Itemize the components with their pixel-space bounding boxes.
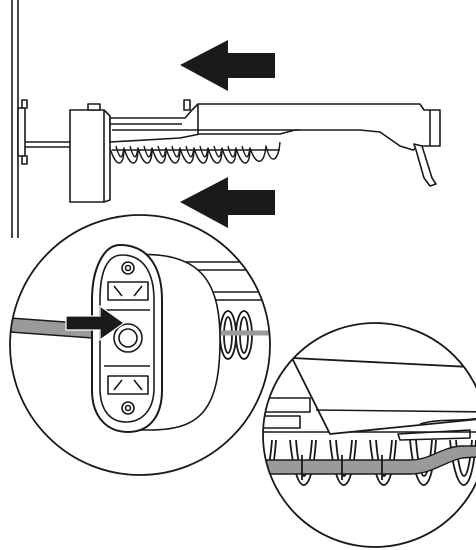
detail-circle-right-border	[262, 322, 476, 548]
rail-arm	[109, 99, 441, 187]
wall	[11, 0, 19, 238]
wall-bracket	[17, 99, 28, 165]
upper-left-arrow-icon	[180, 40, 275, 91]
supply-cable	[25, 141, 70, 148]
spiral-cable	[109, 141, 281, 164]
mounting-plate	[91, 244, 163, 433]
connection-housing	[69, 103, 111, 203]
overview-illustration	[11, 0, 441, 238]
detail-circle-rail	[262, 322, 476, 548]
cable-insert-right-arrow-icon	[65, 304, 126, 342]
detail-circle-connection	[9, 214, 271, 476]
detail-circle-left-border	[9, 214, 271, 476]
lower-left-arrow-icon	[180, 177, 275, 228]
